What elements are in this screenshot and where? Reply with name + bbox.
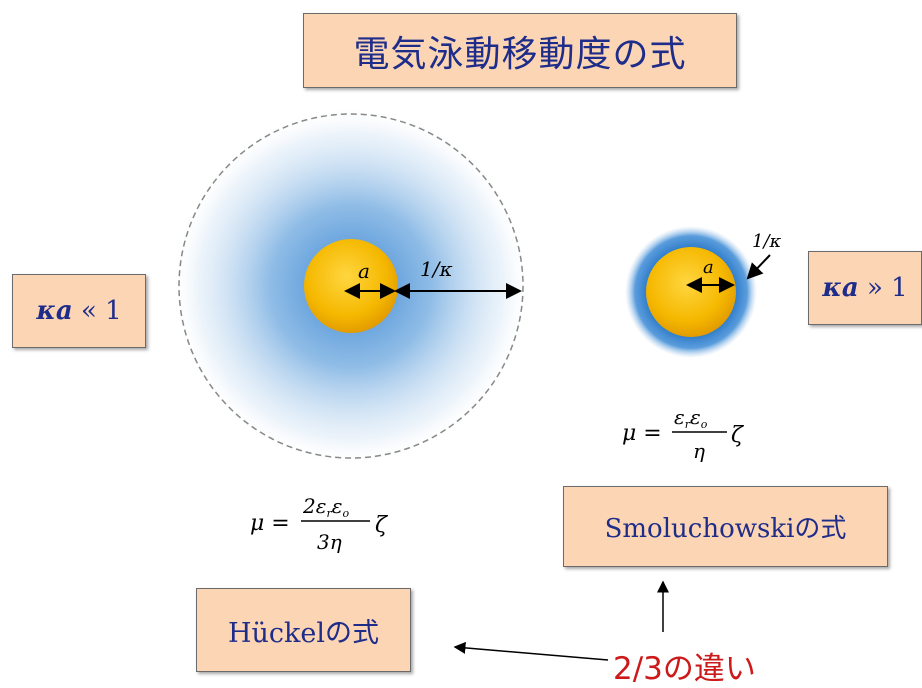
left-condition-box: κa « 1 xyxy=(12,274,146,348)
difference-note: 2/3の違い xyxy=(613,643,756,688)
right-condition-symbol: κa xyxy=(822,273,858,303)
huckel-lhs: μ = xyxy=(250,511,290,536)
left-condition-relation: « 1 xyxy=(81,296,122,326)
left-condition-symbol: κa xyxy=(36,296,72,326)
smol-zeta: ζ xyxy=(731,423,745,448)
right-condition-box: κa » 1 xyxy=(808,251,922,325)
right-particle xyxy=(646,247,736,337)
huckel-label-box: Hückelの式 xyxy=(196,588,411,672)
smol-denominator: η xyxy=(693,439,705,463)
left-radius-label: a xyxy=(358,259,370,283)
huckel-zeta: ζ xyxy=(375,513,389,538)
huckel-equation: μ = 2εrεo 3η ζ xyxy=(250,494,389,554)
right-debye-label: 1/κ xyxy=(752,231,782,252)
smol-numerator: εrεo xyxy=(674,405,708,431)
smoluchowski-label-box: Smoluchowskiの式 xyxy=(563,486,888,567)
left-particle xyxy=(304,239,398,333)
page-title: 電気泳動移動度の式 xyxy=(353,25,686,77)
huckel-numerator: 2εrεo xyxy=(302,494,349,520)
left-particle-group xyxy=(171,106,531,466)
smoluchowski-equation: μ = εrεo η ζ xyxy=(622,405,745,463)
smoluchowski-label: Smoluchowskiの式 xyxy=(605,508,847,545)
left-debye-label: 1/κ xyxy=(420,257,453,281)
right-condition-relation: » 1 xyxy=(867,273,908,303)
title-box: 電気泳動移動度の式 xyxy=(303,13,737,88)
huckel-label: Hückelの式 xyxy=(228,611,379,650)
huckel-denominator: 3η xyxy=(317,530,342,554)
arrow-to-huckel xyxy=(455,647,608,660)
right-radius-label: a xyxy=(703,257,714,278)
right-particle-group xyxy=(625,226,770,358)
smol-lhs: μ = xyxy=(622,421,662,446)
